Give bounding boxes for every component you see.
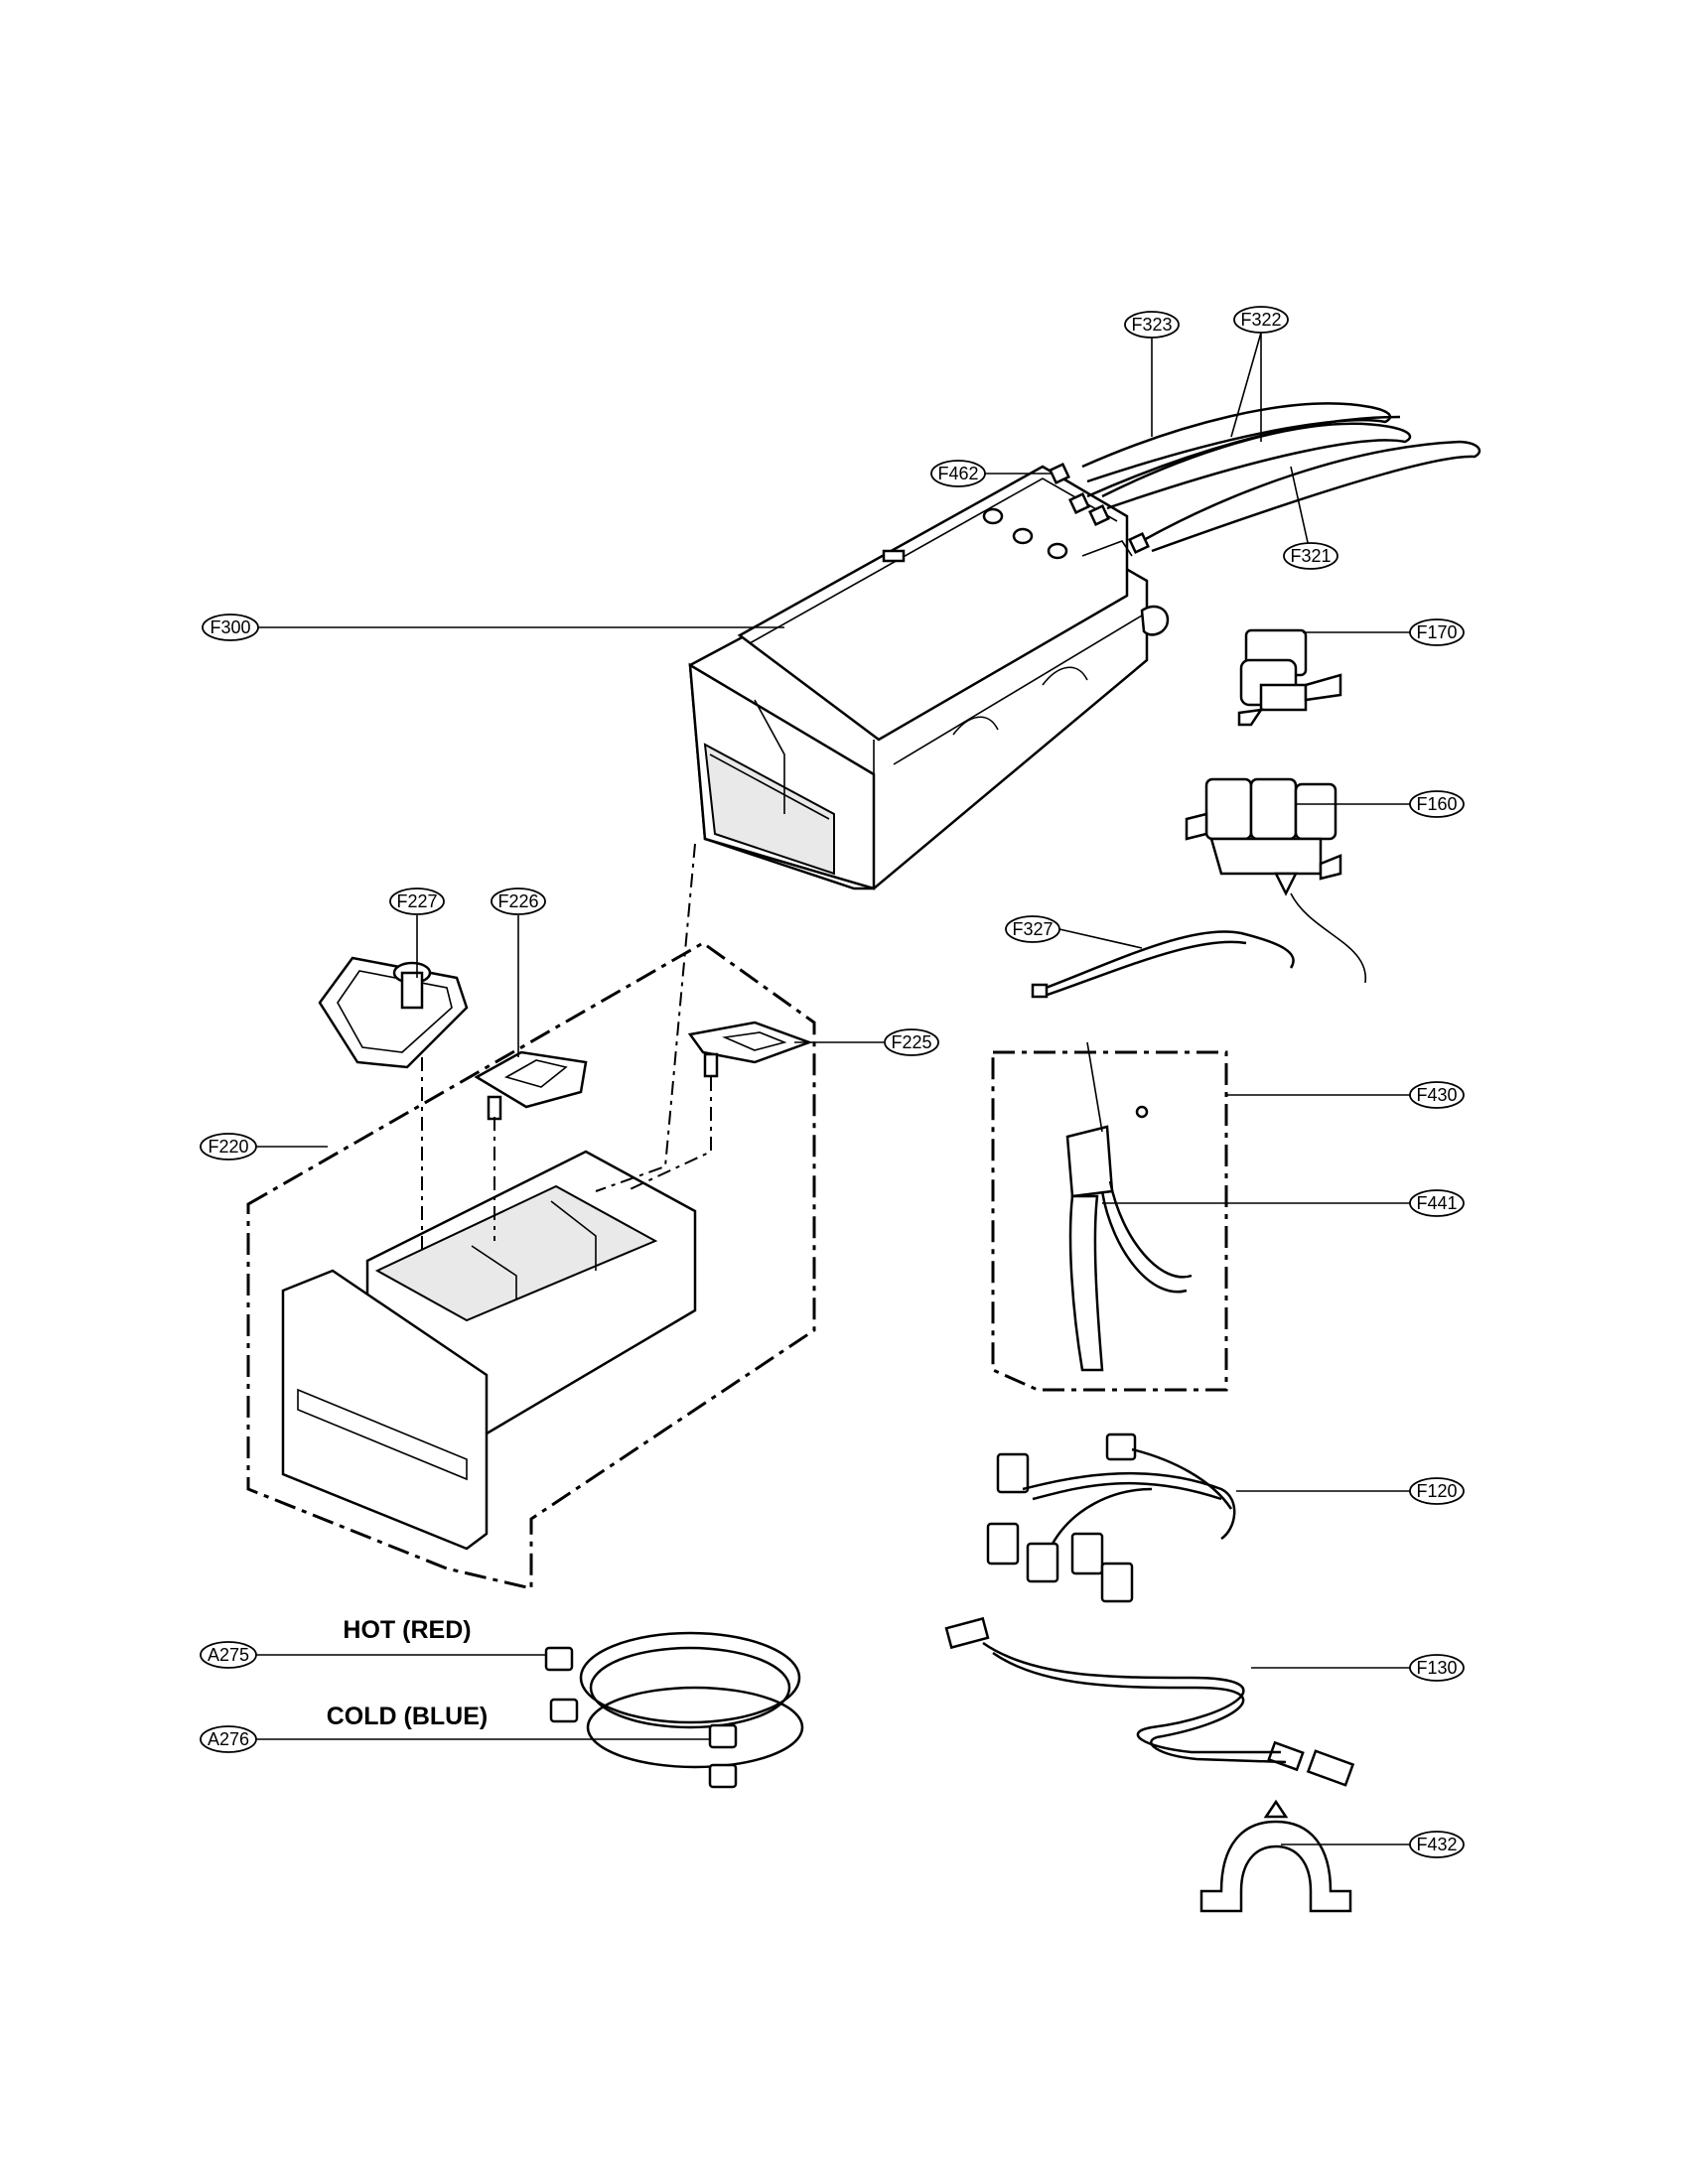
single-valve: [1237, 628, 1342, 727]
callout-F220: F220: [200, 1133, 257, 1160]
callout-F327: F327: [1005, 915, 1060, 943]
callout-F225: F225: [884, 1028, 939, 1056]
dispenser-drawer: [246, 941, 816, 1590]
callout-F462: F462: [930, 460, 986, 487]
callout-label: F225: [891, 1032, 931, 1052]
callout-label: F323: [1131, 315, 1172, 335]
callout-F226: F226: [491, 887, 546, 915]
siphon-cap: [318, 956, 469, 1069]
callout-F430: F430: [1409, 1081, 1465, 1109]
water-supply-hoses: [544, 1631, 804, 1789]
callout-label: F300: [210, 617, 250, 637]
callout-F432: F432: [1409, 1831, 1465, 1858]
dispenser-housing: [688, 465, 1170, 890]
triple-valve: [1185, 777, 1366, 984]
wire-harness-main: [986, 1433, 1236, 1603]
callout-label: F160: [1416, 794, 1457, 814]
callout-label: F321: [1290, 546, 1331, 566]
callout-F130: F130: [1409, 1654, 1465, 1682]
inlet-hoses: [1049, 402, 1481, 554]
callout-F170: F170: [1409, 618, 1465, 646]
callout-A275: A275: [200, 1641, 257, 1669]
callout-label: A275: [208, 1645, 249, 1665]
callout-label: F322: [1240, 310, 1281, 330]
siphon-cover: [474, 1050, 588, 1121]
callout-label: F430: [1416, 1085, 1457, 1105]
callout-label: F120: [1416, 1481, 1457, 1501]
callout-label: F226: [497, 891, 538, 911]
callout-label: F327: [1012, 919, 1053, 939]
callout-F441: F441: [1409, 1189, 1465, 1217]
callout-label: F170: [1416, 622, 1457, 642]
lever-cover: [687, 1021, 813, 1078]
callout-label: F227: [396, 891, 437, 911]
callout-label: F462: [937, 464, 978, 483]
vent-assembly: [991, 1041, 1228, 1392]
callout-F160: F160: [1409, 790, 1465, 818]
wire-harness-short: [1031, 930, 1295, 999]
guide-line: [595, 843, 696, 1192]
callout-F120: F120: [1409, 1477, 1465, 1505]
wire-harness-pcb: [944, 1616, 1355, 1787]
cold-hose-note: COLD (BLUE): [327, 1703, 488, 1730]
callout-F323: F323: [1124, 311, 1180, 339]
leader-lines: [256, 325, 1410, 1845]
callout-F300: F300: [202, 614, 259, 641]
callout-label: A276: [208, 1729, 249, 1749]
callout-label: F441: [1416, 1193, 1457, 1213]
hot-hose-note: HOT (RED): [343, 1616, 471, 1644]
callout-F227: F227: [389, 887, 445, 915]
callout-F322: F322: [1233, 306, 1289, 334]
callout-label: F130: [1416, 1658, 1457, 1678]
callout-A276: A276: [200, 1725, 257, 1753]
callout-label: F220: [208, 1137, 248, 1157]
callout-F321: F321: [1283, 542, 1338, 570]
callout-label: F432: [1416, 1835, 1457, 1854]
hose-clip: [1199, 1799, 1352, 1913]
